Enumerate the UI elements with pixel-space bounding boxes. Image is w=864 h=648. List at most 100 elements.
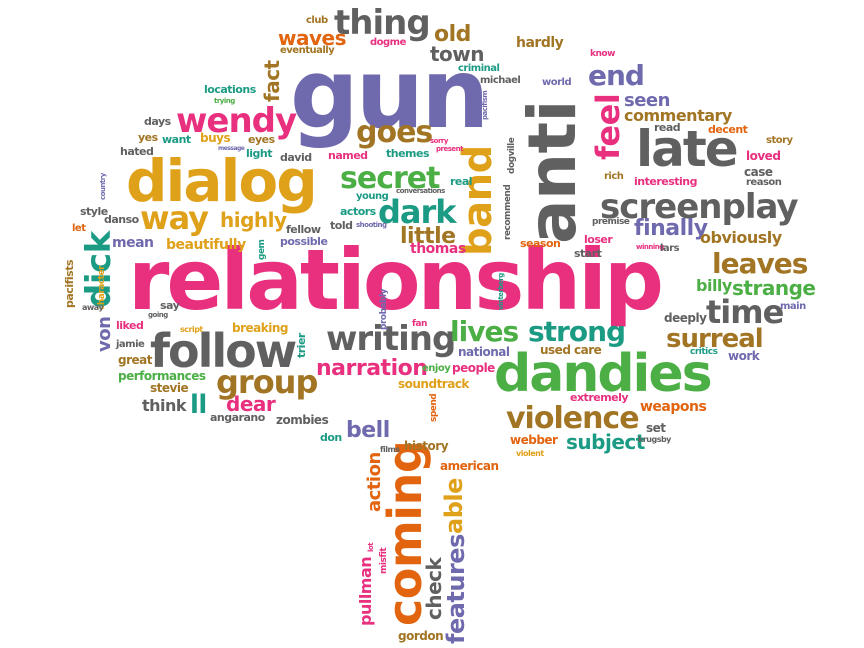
- word-young: young: [356, 191, 389, 202]
- word-lot: lot: [367, 542, 375, 552]
- word-away: away: [82, 303, 104, 312]
- word-mean: mean: [112, 235, 154, 251]
- word-themes: themes: [386, 147, 430, 160]
- word-goes: goes: [356, 115, 433, 150]
- word-criminal: criminal: [458, 63, 500, 74]
- word-action: action: [364, 452, 385, 512]
- word-shooting: shooting: [356, 221, 387, 229]
- word-club: club: [306, 15, 328, 26]
- word-dandies: dandies: [494, 344, 713, 404]
- word-misfit: misfit: [379, 547, 389, 574]
- word-surreal: surreal: [666, 324, 764, 354]
- word-time: time: [706, 293, 784, 331]
- word-read: read: [654, 121, 681, 134]
- word-people: people: [452, 361, 495, 375]
- word-gun: gun: [290, 38, 489, 150]
- word-krugsby: krugsby: [638, 435, 671, 444]
- word-seen: seen: [624, 90, 670, 111]
- word-violence: violence: [506, 401, 640, 436]
- word-thing: thing: [334, 3, 431, 43]
- word-group: group: [216, 363, 318, 401]
- word-david: david: [280, 151, 312, 164]
- word-recommend: recommend: [503, 184, 513, 240]
- word-angarano: angarano: [210, 411, 265, 424]
- word-fellow: fellow: [286, 223, 321, 236]
- word-used: used: [540, 343, 571, 357]
- word-billy: billy: [696, 276, 732, 295]
- word-start: start: [574, 247, 602, 260]
- word-light: light: [246, 147, 273, 160]
- word-pullman: pullman: [356, 556, 375, 626]
- word-jamie: jamie: [116, 339, 145, 350]
- word-main: main: [780, 301, 806, 312]
- word-follow: follow: [150, 324, 297, 378]
- word-season: season: [520, 237, 561, 250]
- word-rich: rich: [604, 171, 624, 182]
- word-style: style: [80, 205, 108, 218]
- word-real: real: [450, 175, 473, 188]
- word-hardly: hardly: [516, 35, 564, 51]
- word-danso: danso: [104, 213, 139, 226]
- word-fact: fact: [260, 60, 284, 102]
- word-violent: violent: [516, 449, 544, 458]
- word-reason: reason: [746, 177, 782, 188]
- word-bell: bell: [346, 418, 390, 443]
- word-premise: premise: [592, 217, 630, 227]
- word-zombies: zombies: [276, 413, 329, 427]
- word-going: going: [148, 311, 168, 319]
- word-let: let: [72, 223, 86, 234]
- word-obviously: obviously: [700, 228, 782, 247]
- word-von: von: [94, 316, 115, 352]
- word-ll: ll: [190, 390, 207, 420]
- word-pacifists: pacifists: [63, 260, 76, 308]
- word-screenplay: screenplay: [600, 187, 799, 227]
- word-little: little: [400, 224, 456, 249]
- word-soundtrack: soundtrack: [398, 377, 469, 391]
- word-decent: decent: [708, 123, 748, 136]
- word-enjoy: enjoy: [422, 363, 451, 374]
- word-finally: finally: [634, 216, 708, 241]
- word-writing: writing: [326, 319, 456, 359]
- word-feel: feel: [589, 93, 627, 160]
- word-don: don: [320, 431, 342, 444]
- word-want: want: [162, 133, 191, 146]
- word-anti: anti: [514, 100, 591, 244]
- word-strong: strong: [528, 315, 626, 348]
- word-work: work: [728, 349, 760, 363]
- word-case: case: [744, 165, 773, 179]
- word-town: town: [430, 42, 485, 66]
- word-old: old: [434, 22, 471, 47]
- word-story: story: [766, 135, 793, 146]
- word-fan: fan: [412, 319, 427, 329]
- word-eyes: eyes: [248, 133, 275, 146]
- word-stevie: stevie: [150, 381, 189, 395]
- word-winning: winning: [636, 243, 664, 251]
- word-buys: buys: [200, 131, 231, 145]
- word-hated: hated: [120, 145, 154, 158]
- word-think: think: [142, 396, 187, 415]
- word-american: american: [440, 459, 499, 473]
- word-relationship: relationship: [128, 231, 664, 329]
- word-dear: dear: [226, 392, 276, 416]
- word-trying: trying: [214, 97, 235, 105]
- word-country: country: [99, 173, 107, 200]
- word-michael: michael: [480, 75, 521, 86]
- word-end: end: [588, 59, 645, 92]
- word-pacifism: pacifism: [481, 90, 489, 120]
- word-actors: actors: [340, 205, 376, 218]
- word-check: check: [422, 557, 446, 620]
- word-liked: liked: [116, 319, 144, 332]
- word-commentary: commentary: [624, 106, 732, 125]
- word-breaking: breaking: [232, 321, 288, 335]
- word-band: band: [455, 145, 501, 256]
- word-features: features: [442, 534, 470, 644]
- word-way: way: [140, 199, 209, 237]
- word-spend: spend: [429, 393, 439, 422]
- word-performances: performances: [118, 369, 206, 383]
- word-late: late: [636, 120, 739, 178]
- word-extremely: extremely: [570, 391, 629, 404]
- word-vinterberg: vinterberg: [497, 273, 505, 310]
- word-loser: loser: [584, 233, 613, 246]
- word-beautifully: beautifully: [166, 237, 246, 253]
